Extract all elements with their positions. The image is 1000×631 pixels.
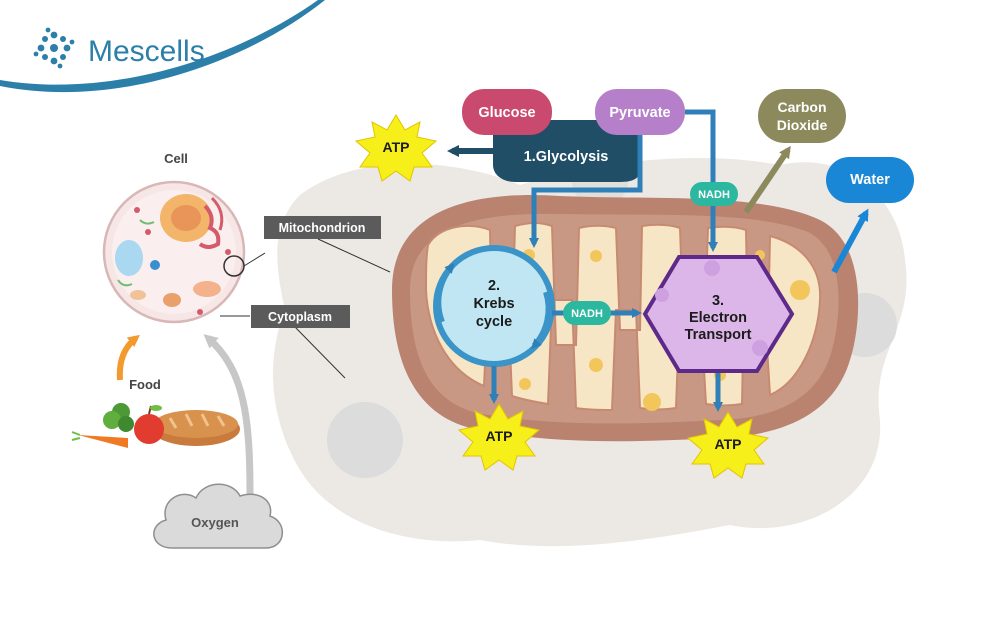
food-icon bbox=[71, 403, 240, 448]
pyruvate-node: Pyruvate bbox=[595, 89, 685, 135]
svg-text:Water: Water bbox=[850, 172, 890, 188]
atp-starburst-krebs: ATP bbox=[457, 403, 541, 471]
oxygen-label: Oxygen bbox=[191, 515, 239, 530]
svg-text:2.: 2. bbox=[488, 278, 500, 294]
carbon-dioxide-node: Carbon Dioxide bbox=[758, 89, 846, 143]
svg-text:NADH: NADH bbox=[571, 308, 603, 320]
oxygen-cloud-icon bbox=[153, 483, 284, 549]
water-arrow bbox=[831, 208, 869, 274]
mescells-logo-icon bbox=[33, 27, 75, 69]
nadh-badge-middle: NADH bbox=[563, 301, 611, 325]
brand-name: Mescells bbox=[88, 35, 205, 68]
svg-text:Transport: Transport bbox=[685, 327, 752, 343]
cell-illustration bbox=[102, 180, 246, 324]
svg-text:Mitochondrion: Mitochondrion bbox=[279, 221, 366, 235]
svg-text:ATP: ATP bbox=[486, 428, 513, 444]
svg-text:NADH: NADH bbox=[698, 189, 730, 201]
svg-text:Krebs: Krebs bbox=[473, 296, 514, 312]
svg-text:cycle: cycle bbox=[476, 314, 512, 330]
cell-label: Cell bbox=[164, 151, 188, 166]
svg-text:ATP: ATP bbox=[383, 139, 410, 155]
atp-starburst-electron: ATP bbox=[686, 411, 770, 479]
food-label: Food bbox=[129, 377, 161, 392]
pyruvate-to-krebs-arrow bbox=[529, 135, 643, 248]
svg-text:ATP: ATP bbox=[715, 436, 742, 452]
callout-line bbox=[243, 252, 266, 267]
svg-text:Dioxide: Dioxide bbox=[777, 117, 828, 133]
glycolysis-box: 1.Glycolysis bbox=[493, 120, 640, 182]
svg-text:3.: 3. bbox=[712, 293, 724, 309]
callout-line bbox=[294, 326, 346, 379]
svg-text:Pyruvate: Pyruvate bbox=[609, 105, 670, 121]
svg-text:Electron: Electron bbox=[689, 310, 747, 326]
svg-text:Glucose: Glucose bbox=[478, 105, 535, 121]
callout-line bbox=[317, 238, 391, 273]
svg-text:Carbon: Carbon bbox=[778, 99, 827, 115]
electron-transport-node: 3. Electron Transport bbox=[642, 255, 795, 373]
cytoplasm-callout: Cytoplasm bbox=[251, 305, 350, 328]
mitochondrion-callout: Mitochondrion bbox=[264, 216, 381, 239]
svg-text:1.Glycolysis: 1.Glycolysis bbox=[524, 149, 609, 165]
svg-text:Cytoplasm: Cytoplasm bbox=[268, 310, 332, 324]
carbon-dioxide-arrow bbox=[743, 145, 791, 214]
krebs-cycle-node: 2. Krebs cycle bbox=[433, 245, 555, 367]
header-swoosh bbox=[0, 0, 325, 93]
food-arrow bbox=[116, 334, 140, 381]
nadh-badge-top: NADH bbox=[690, 182, 738, 206]
oxygen-arrow bbox=[203, 334, 254, 496]
glucose-node: Glucose bbox=[462, 89, 552, 135]
background-disc bbox=[327, 402, 403, 478]
water-node: Water bbox=[826, 157, 914, 203]
atp-starburst-glycolysis: ATP bbox=[354, 114, 438, 182]
